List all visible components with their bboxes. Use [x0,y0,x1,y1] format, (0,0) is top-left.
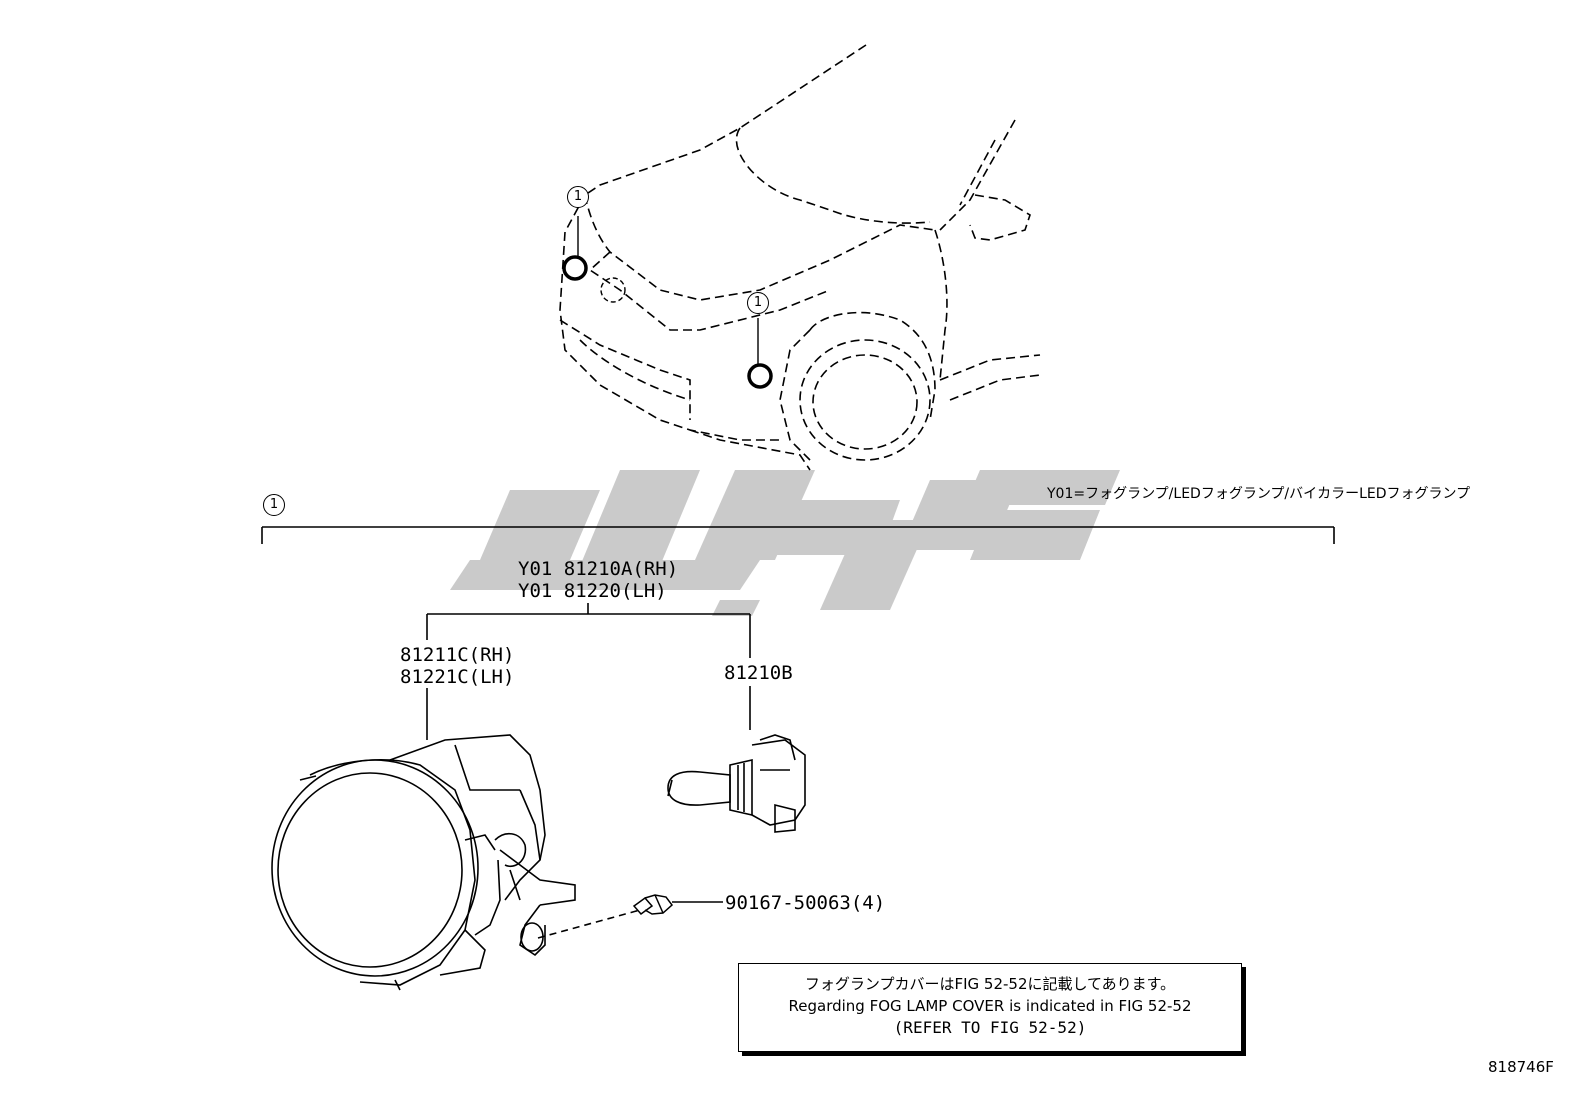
ref-marker-car-right: 1 [747,292,769,314]
part-label-assy-lh[interactable]: Y01 81220(LH) [518,580,667,602]
bulb-drawing [667,734,806,833]
part-label-unit-rh[interactable]: 81211C(RH) [400,644,515,666]
ref-marker-car-left: 1 [567,186,589,208]
screw-drawing [632,894,674,916]
ref-marker-bracket: 1 [263,494,285,516]
watermark-logo [450,470,1120,616]
figure-number: 818746F [1488,1058,1554,1076]
note-box: フォグランプカバーはFIG 52-52に記載してあります。 Regarding … [738,963,1242,1052]
part-label-unit-lh[interactable]: 81221C(LH) [400,666,515,688]
part-label-bulb[interactable]: 81210B [724,662,793,684]
part-label-assy-rh[interactable]: Y01 81210A(RH) [518,558,679,580]
fog-lamp-location-markers [562,216,773,389]
note-line-japanese: フォグランプカバーはFIG 52-52に記載してあります。 [804,975,1176,993]
vehicle-outline [559,44,1041,471]
color-code-legend: Y01=フォグランプ/LEDフォグランプ/バイカラーLEDフォグランプ [1047,486,1471,502]
fog-lamp-unit-drawing [271,734,576,991]
reference-bracket [261,526,1335,939]
front-wheel [799,339,931,461]
part-label-screw[interactable]: 90167-50063(4) [725,892,886,914]
note-line-english: Regarding FOG LAMP COVER is indicated in… [788,997,1192,1015]
note-line-refer[interactable]: (REFER TO FIG 52-52) [893,1018,1087,1037]
